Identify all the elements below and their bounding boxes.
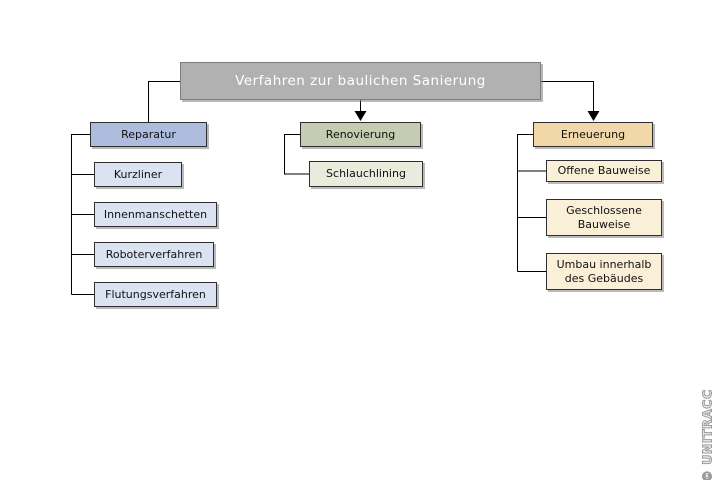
- node-umbau-innerhalb-des-gebaeudes: Umbau innerhalb des Gebäudes: [546, 253, 662, 290]
- node-geschlossene-bauweise: Geschlossene Bauweise: [546, 199, 662, 236]
- watermark-unitracc: © UNITRACC: [699, 389, 715, 480]
- node-schlauchlining: Schlauchlining: [309, 161, 423, 187]
- node-innenmanschetten: Innenmanschetten: [94, 202, 217, 227]
- node-flutungsverfahren: Flutungsverfahren: [94, 282, 217, 307]
- node-roboterverfahren: Roboterverfahren: [94, 242, 214, 267]
- node-title: Verfahren zur baulichen Sanierung: [180, 62, 541, 100]
- node-kurzliner: Kurzliner: [94, 162, 182, 187]
- node-renovierung: Renovierung: [300, 122, 421, 147]
- arrow-down-icon: [354, 111, 367, 121]
- node-reparatur: Reparatur: [90, 122, 207, 147]
- arrow-down-icon: [587, 111, 600, 121]
- node-offene-bauweise: Offene Bauweise: [546, 160, 662, 182]
- node-erneuerung: Erneuerung: [533, 122, 653, 147]
